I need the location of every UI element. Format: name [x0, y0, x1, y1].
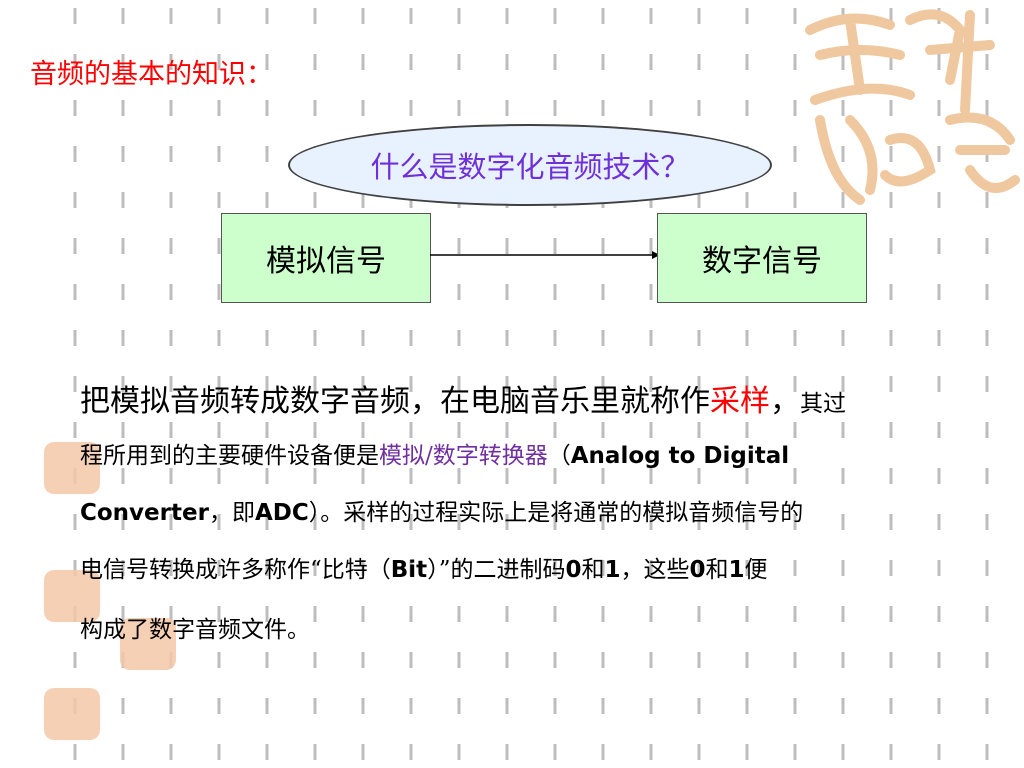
decorative-seal-logo [805, 9, 1020, 205]
text-run: ）。采样的过程实际上是将通常的模拟音频信号的 [308, 500, 804, 526]
text-run: Analog to Digital [570, 443, 790, 469]
text-run: （ [547, 443, 571, 469]
text-run: 电信号转换成许多称作“比特（ [80, 557, 391, 583]
text-run: 程所用到的主要硬件设备便是 [80, 443, 379, 469]
text-run: Converter [80, 500, 209, 526]
text-run: 1 [728, 557, 745, 583]
text-run: ADC [254, 500, 309, 526]
text-run: 和 [705, 557, 729, 583]
paragraph-line: 把模拟音频转成数字音频，在电脑音乐里就称作采样，其过 [80, 376, 846, 420]
question-ellipse: 什么是数字化音频技术？ [288, 124, 772, 206]
text-run: 和 [581, 557, 605, 583]
text-run: 构成了数字音频文件。 [80, 617, 310, 643]
paragraph-line: 程所用到的主要硬件设备便是模拟/数字转换器（Analog to Digital [80, 436, 789, 470]
analog-signal-box: 模拟信号 [221, 213, 431, 303]
highlight-sampling: 采样 [710, 384, 770, 419]
text-run: ， [770, 384, 800, 419]
text-run: ，即 [208, 500, 255, 526]
arrow-icon [430, 251, 660, 259]
text-run: 把模拟音频转成数字音频，在电脑音乐里就称作 [80, 384, 710, 419]
paragraph-line: Converter，即ADC）。采样的过程实际上是将通常的模拟音频信号的 [80, 493, 803, 527]
text-run: ）”的二进制码 [427, 557, 566, 583]
small-seal-logo [44, 570, 100, 622]
digital-signal-box: 数字信号 [657, 213, 867, 303]
text-run: 1 [604, 557, 621, 583]
text-run: 0 [689, 557, 706, 583]
text-run: Bit [390, 557, 428, 583]
highlight-adc: 模拟/数字转换器 [379, 443, 548, 469]
text-run: 便 [744, 557, 768, 583]
question-text: 什么是数字化音频技术？ [370, 150, 690, 184]
paragraph-line: 电信号转换成许多称作“比特（Bit）”的二进制码0和1，这些0和1便 [80, 550, 768, 584]
text-run: 0 [565, 557, 582, 583]
paragraph-line: 构成了数字音频文件。 [80, 610, 310, 644]
small-seal-logo [44, 442, 100, 494]
digital-signal-label: 数字信号 [702, 244, 822, 279]
text-run: 其过 [800, 391, 846, 417]
text-run: ，这些 [620, 557, 690, 583]
analog-signal-label: 模拟信号 [266, 244, 386, 279]
small-seal-logo [44, 688, 100, 740]
small-seal-logo [120, 618, 176, 670]
slide-title: 音频的基本的知识： [30, 59, 273, 90]
